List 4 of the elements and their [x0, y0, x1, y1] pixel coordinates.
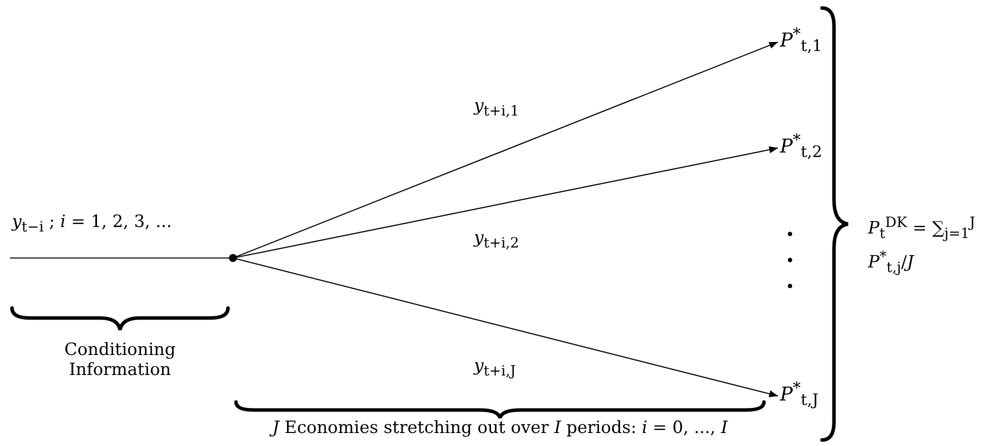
junction-dot — [229, 254, 237, 262]
caption-text: Conditioning Information — [63, 340, 177, 381]
caption-text: J Economies stretching out over I periods: i = 0, ..., I — [230, 418, 770, 438]
condition-label: y$_{t−i}$ ; i = 1, 2, 3, ... — [12, 212, 172, 236]
